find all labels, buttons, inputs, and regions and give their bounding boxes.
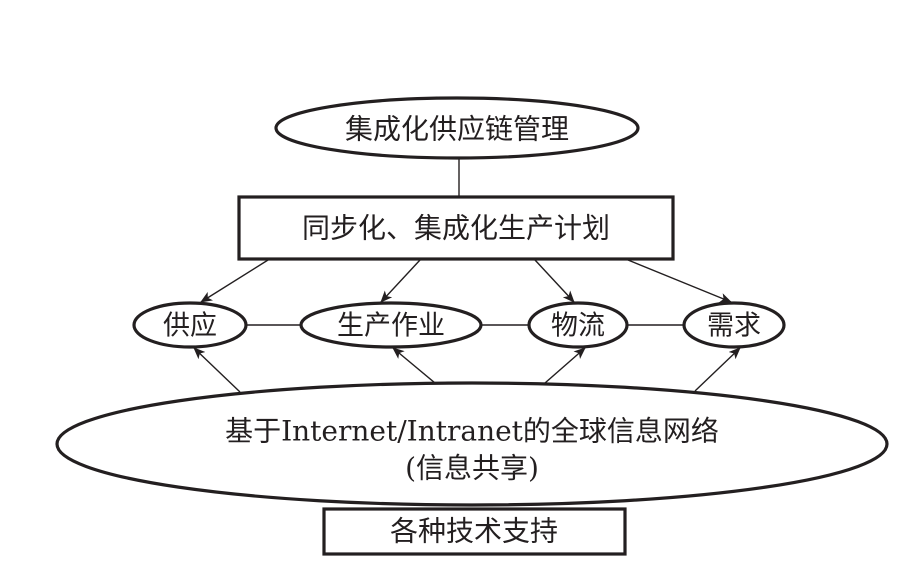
node-integrated-scm-shape [274,96,640,160]
node-tech-support-shape [322,507,627,556]
node-info-network-shape [55,381,889,507]
arrow-network-to-demand [694,347,741,392]
node-production-ops-label: 生产作业 [337,311,445,342]
node-supply: 供应 [132,301,248,349]
node-supply-shape [132,301,248,349]
node-production-ops-shape [299,301,483,349]
node-production-plan-label: 同步化、集成化生产计划 [302,212,610,245]
node-production-plan-shape [237,195,675,261]
arrow-network-to-supply [193,347,241,393]
node-production-ops: 生产作业 [299,301,483,349]
node-production-plan: 同步化、集成化生产计划 [237,195,675,261]
node-supply-label: 供应 [163,311,217,342]
node-tech-support-label: 各种技术支持 [390,515,558,548]
arrow-plan-to-logistics [534,259,575,303]
arrow-plan-to-supply [200,259,269,303]
node-integrated-scm-label: 集成化供应链管理 [345,113,569,146]
node-tech-support: 各种技术支持 [322,507,627,556]
node-logistics-shape [527,301,629,349]
node-info-network: 基于Internet/Intranet的全球信息网络 (信息共享) [55,381,889,507]
node-demand-label: 需求 [707,311,761,342]
arrow-plan-to-production [380,259,421,303]
arrow-network-to-logistics [544,347,586,384]
node-demand-shape [682,301,786,349]
node-logistics: 物流 [527,301,629,349]
arrow-plan-to-demand [627,259,732,303]
node-demand: 需求 [682,301,786,349]
node-info-network-label-line2: (信息共享) [405,452,539,485]
node-info-network-label-line1: 基于Internet/Intranet的全球信息网络 [225,415,719,448]
arrow-network-to-production [392,347,436,384]
node-logistics-label: 物流 [551,311,605,342]
node-integrated-scm: 集成化供应链管理 [274,96,640,160]
